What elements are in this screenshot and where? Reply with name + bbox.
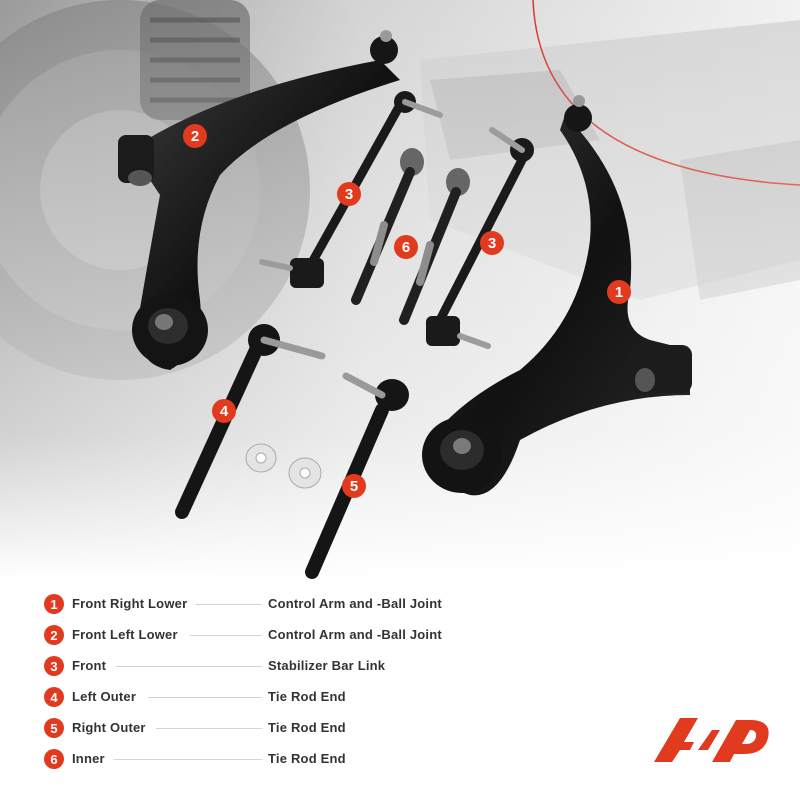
callout-label: 1	[615, 284, 623, 301]
legend-part: Stabilizer Bar Link	[268, 658, 386, 673]
control-arm-right	[422, 95, 692, 496]
legend-position: Right Outer	[72, 720, 146, 735]
legend-part: Tie Rod End	[268, 689, 346, 704]
callout-label: 5	[350, 478, 358, 495]
legend-number: 6	[44, 749, 64, 769]
legend-row: 1 Front Right Lower Control Arm and -Bal…	[44, 592, 564, 623]
leader-line	[190, 635, 262, 636]
legend-part: Control Arm and -Ball Joint	[268, 627, 442, 642]
legend-number: 5	[44, 718, 64, 738]
callout-marker: 2	[183, 124, 207, 148]
product-photo: 1 2 3 3 4 5 6	[0, 0, 800, 580]
callout-marker: 5	[342, 474, 366, 498]
legend-row: 5 Right Outer Tie Rod End	[44, 716, 564, 747]
lock-washers	[245, 443, 322, 489]
legend-row: 4 Left Outer Tie Rod End	[44, 685, 564, 716]
a-premium-logo	[654, 718, 769, 762]
legend-position: Left Outer	[72, 689, 137, 704]
inner-tie-rod-right	[399, 168, 470, 325]
callout-label: 3	[488, 235, 496, 252]
outer-tie-rod-left	[175, 324, 326, 519]
leader-line	[116, 666, 262, 667]
callout-marker: 4	[212, 399, 236, 423]
legend-number: 2	[44, 625, 64, 645]
legend-part: Tie Rod End	[268, 720, 346, 735]
leader-line	[114, 759, 262, 760]
legend-row: 6 Inner Tie Rod End	[44, 747, 564, 778]
legend-number: 4	[44, 687, 64, 707]
legend-number: 1	[44, 594, 64, 614]
legend-row: 2 Front Left Lower Control Arm and -Ball…	[44, 623, 564, 654]
leader-line	[196, 604, 262, 605]
legend-position: Front Right Lower	[72, 596, 188, 611]
callout-marker: 3	[480, 231, 504, 255]
legend-position: Inner	[72, 751, 105, 766]
parts-legend: 1 Front Right Lower Control Arm and -Bal…	[44, 592, 564, 778]
leader-line	[156, 728, 262, 729]
background-scene	[0, 0, 800, 580]
callout-label: 3	[345, 186, 353, 203]
callout-label: 6	[402, 239, 410, 256]
legend-part: Tie Rod End	[268, 751, 346, 766]
legend-number: 3	[44, 656, 64, 676]
callout-label: 2	[191, 128, 199, 145]
callout-label: 4	[220, 403, 229, 420]
legend-row: 3 Front Stabilizer Bar Link	[44, 654, 564, 685]
inner-tie-rod-left	[351, 148, 424, 305]
callout-marker: 3	[337, 182, 361, 206]
legend-position: Front	[72, 658, 107, 673]
legend-position: Front Left Lower	[72, 627, 178, 642]
callout-marker: 1	[607, 280, 631, 304]
callout-marker: 6	[394, 235, 418, 259]
leader-line	[148, 697, 262, 698]
legend-part: Control Arm and -Ball Joint	[268, 596, 442, 611]
